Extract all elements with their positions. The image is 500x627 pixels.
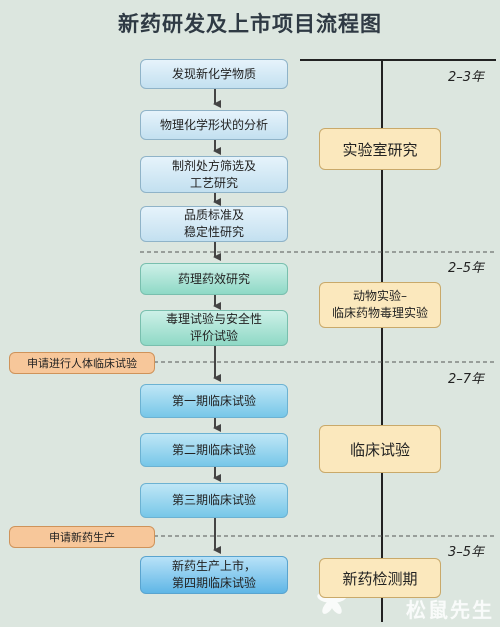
step-pharmacology: 药理药效研究 bbox=[140, 263, 288, 295]
step-formulation-line-2: 工艺研究 bbox=[189, 175, 238, 190]
stage-animal-tests: 动物实验– 临床药物毒理实验 bbox=[319, 282, 441, 328]
duration-clinical: 2–7年 bbox=[448, 372, 485, 387]
step-formulation: 制剂处方筛选及工艺研究 bbox=[140, 156, 288, 193]
page-title: 新药研发及上市项目流程图 bbox=[118, 11, 382, 36]
apply-human-clinical-trial: 申请进行人体临床试验 bbox=[9, 352, 155, 374]
watermark-text: 松鼠先生 bbox=[406, 598, 494, 622]
step-formulation-line-1: 制剂处方筛选及 bbox=[171, 158, 256, 173]
step-quality-stability: 品质标准及 稳定性研究 bbox=[140, 206, 288, 242]
stage-new-drug-monitoring: 新药检测期 bbox=[319, 558, 441, 598]
step-clinical-phase-3: 第三期临床试验 bbox=[140, 483, 288, 518]
step-toxicology: 毒理试验与安全性 评价试验 bbox=[140, 310, 288, 346]
duration-monitoring: 3–5年 bbox=[448, 545, 485, 560]
step-discover-compound: 发现新化学物质 bbox=[140, 59, 288, 89]
step-clinical-phase-2: 第二期临床试验 bbox=[140, 433, 288, 467]
step-clinical-phase-1: 第一期临床试验 bbox=[140, 384, 288, 418]
step-market-phase-4: 新药生产上市， 第四期临床试验 bbox=[140, 556, 288, 594]
stage-clinical-trials: 临床试验 bbox=[319, 425, 441, 473]
duration-lab: 2–3年 bbox=[448, 70, 485, 85]
apply-new-drug-production: 申请新药生产 bbox=[9, 526, 155, 548]
duration-animal: 2–5年 bbox=[448, 261, 485, 276]
step-physchem-analysis: 物理化学形状的分析 bbox=[140, 110, 288, 140]
stage-lab-research: 实验室研究 bbox=[319, 128, 441, 170]
